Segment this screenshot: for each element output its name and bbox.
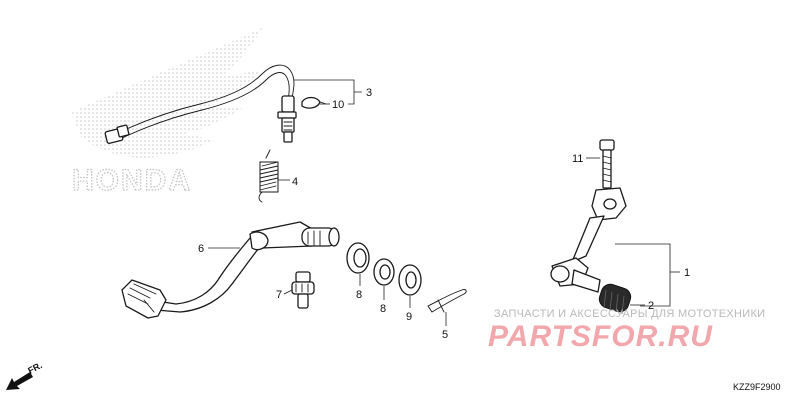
svg-text:1: 1 <box>684 267 690 279</box>
front-direction-arrow: FR. <box>6 360 44 390</box>
callout-7: 7 <box>276 289 293 301</box>
diagram-code: KZZ9F2900 <box>733 382 781 392</box>
watermark: ЗАПЧАСТИ И АКСЕССУАРЫ ДЛЯ МОТОТЕХНИКИ PA… <box>488 308 765 353</box>
callout-9: 9 <box>406 296 412 323</box>
part-seal-right <box>373 258 395 286</box>
part-spring <box>258 149 279 203</box>
part-shift-rubber <box>598 283 632 315</box>
callout-3: 3 <box>294 79 372 105</box>
svg-text:9: 9 <box>406 311 412 323</box>
svg-text:8: 8 <box>356 289 362 301</box>
svg-text:7: 7 <box>276 289 282 301</box>
part-bolt <box>599 139 615 189</box>
callout-5: 5 <box>442 312 448 341</box>
callout-8a: 8 <box>356 274 362 301</box>
part-clamp <box>301 96 327 109</box>
part-gearshift-pedal <box>550 187 627 293</box>
part-stop-switch <box>104 64 297 144</box>
svg-text:11: 11 <box>572 153 583 165</box>
callout-1: 1 <box>615 243 690 307</box>
callout-11: 11 <box>572 153 600 165</box>
svg-text:2: 2 <box>648 300 654 312</box>
svg-text:6: 6 <box>198 243 204 255</box>
part-washer <box>398 264 422 296</box>
svg-text:3: 3 <box>366 87 372 99</box>
svg-text:4: 4 <box>292 176 298 188</box>
part-pivot-bolt <box>291 271 315 309</box>
svg-text:8: 8 <box>380 303 386 315</box>
callout-4: 4 <box>278 176 298 188</box>
svg-text:10: 10 <box>332 99 344 111</box>
watermark-site: PARTSFOR.RU <box>488 320 713 353</box>
fr-label: FR. <box>26 360 43 376</box>
part-brake-pedal <box>121 221 340 319</box>
honda-wing-logo: HONDA <box>71 28 262 198</box>
callout-8b: 8 <box>380 286 386 315</box>
honda-logo-text: HONDA <box>72 164 192 197</box>
part-seal-left <box>346 242 370 274</box>
watermark-caption: ЗАПЧАСТИ И АКСЕССУАРЫ ДЛЯ МОТОТЕХНИКИ <box>494 308 765 320</box>
callout-10: 10 <box>320 99 344 111</box>
callout-2: 2 <box>630 300 654 312</box>
callout-6: 6 <box>198 243 240 255</box>
part-cotter-pin <box>427 289 467 313</box>
svg-text:5: 5 <box>442 329 448 341</box>
